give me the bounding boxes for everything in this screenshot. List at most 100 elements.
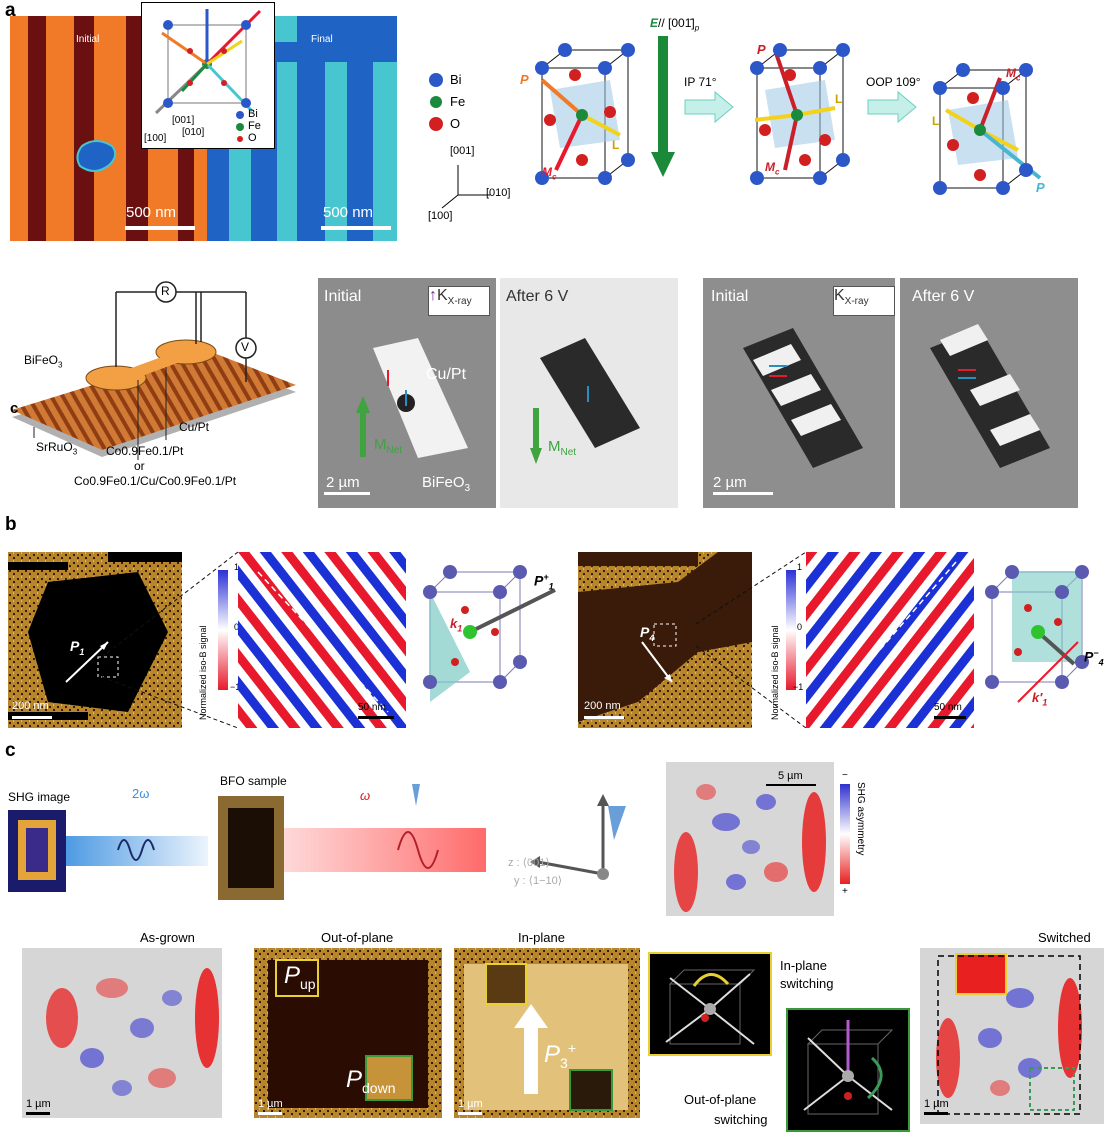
xmcd-right-after-shape: [930, 324, 1050, 468]
panel-label-b: b: [5, 514, 17, 535]
axis-y-shg: y : ⟨1−10⟩: [514, 875, 563, 887]
scale-bar-ip: [458, 1112, 482, 1115]
shg-colorbar: [840, 784, 850, 884]
axis-y-label: [010]: [486, 187, 511, 199]
colorbar-tick-m1-b1: −1: [230, 682, 241, 692]
inset-cell-drawing: [154, 9, 262, 142]
efield-arrow: [648, 22, 688, 182]
cell1-L: L: [612, 138, 620, 152]
unit-cell-initial: P L Mc: [520, 20, 645, 190]
unit-cell-after-oop: Mc L P: [918, 40, 1048, 210]
cell3-L: L: [932, 114, 940, 128]
legend-fe: Fe: [450, 94, 466, 109]
xmcd-right-initial-title: Initial: [711, 288, 749, 305]
step1-label: IP 71°: [684, 75, 717, 89]
cell1-Mc: Mc: [542, 165, 557, 182]
xmcd-mid-initial-shape: [356, 338, 468, 458]
scale-label-switched: 1 µm: [924, 1098, 949, 1110]
afm-p4-texture: [578, 552, 752, 728]
mnet-label-initial: MNet: [374, 436, 403, 456]
switched-map: 1 µm: [920, 948, 1104, 1124]
panel-label-c-bottom: c: [5, 740, 16, 761]
scale-label-shg: 5 µm: [778, 770, 803, 782]
cell3-P: P: [1036, 180, 1045, 195]
p3-label: P3+: [544, 1040, 576, 1071]
scale-label-b2: 50 nm: [358, 702, 386, 713]
shg-setup: SHG image 2ω BFO sample ω: [8, 766, 486, 906]
p-up-label: Pup: [284, 962, 316, 992]
xmcd-mid-after-title: After 6 V: [506, 288, 569, 305]
cell-b1-drawing: [423, 565, 556, 702]
shg-axis-triad: z : ⟨001⟩ y : ⟨1−10⟩: [508, 790, 648, 900]
cell3-Mc: Mc: [1006, 66, 1021, 83]
scale-bar-final: [321, 226, 391, 230]
scale-label-final: 500 nm: [323, 204, 374, 221]
p-down-label: Pdown: [346, 1066, 396, 1096]
oop-switch-cube: [786, 1008, 910, 1132]
scale-label-right: 2 µm: [713, 474, 747, 491]
device-schematic: R V BiFeO3 SrRuO3 Cu/Pt Co0.9Fe0.1/Pt or…: [6, 262, 296, 502]
xmcd-mid-after: After 6 V MNet: [500, 278, 678, 508]
as-grown-title: As-grown: [140, 930, 195, 945]
scale-label-oop: 1 µm: [258, 1098, 283, 1110]
legend-bi: Bi: [450, 72, 462, 87]
unit-cell-3: [933, 63, 1042, 195]
afm-p4-image: P4 200 nm: [578, 552, 752, 728]
oop-switch-label-1: Out-of-plane: [684, 1092, 757, 1107]
final-title: Final: [311, 34, 333, 45]
cupt-image-label: Cu/Pt: [426, 366, 467, 383]
bifeo3-label: BiFeO3: [24, 353, 63, 370]
k1-label: k1: [450, 616, 463, 634]
inset-axis-x: [100]: [144, 133, 167, 144]
stripe-image-b2: 50 nm: [806, 552, 974, 728]
panel-label-c-mid: c: [10, 400, 19, 417]
shg-map-top-blobs: [674, 784, 826, 912]
p4-label: P4: [640, 624, 655, 643]
colorbar-gradient-b1: [218, 570, 228, 690]
efield-label: E// [001̄]p: [650, 16, 700, 33]
shg-axis-drawing: [530, 794, 626, 880]
cell2-Mc: Mc: [765, 160, 780, 177]
omega-label: ω: [360, 788, 371, 803]
voltmeter-V: V: [241, 340, 250, 354]
bfo-sample-label: BFO sample: [220, 774, 287, 788]
scale-bar-right: [713, 492, 773, 495]
cell2-P: P: [757, 42, 766, 57]
scale-bar-shg: [766, 784, 816, 786]
scale-bar-as-grown: [26, 1112, 50, 1115]
afm-p1-image: P1 200 nm: [8, 552, 182, 728]
axes-lines: [441, 165, 490, 209]
legend-o: O: [450, 116, 461, 131]
panel-label-a: a: [5, 0, 16, 21]
shg-setup-drawing: [8, 784, 486, 900]
unit-cell-2: [750, 43, 850, 185]
shg-image-label: SHG image: [8, 790, 71, 804]
scale-bar-b1: [12, 716, 52, 719]
ip-switch-label-2: switching: [780, 976, 834, 991]
p1-label: P1: [70, 638, 85, 657]
axes-triad: [001] [010] [100]: [428, 140, 518, 230]
kxray-box-right: KX-ray: [833, 286, 895, 316]
scale-label-b1: 200 nm: [12, 700, 49, 712]
p1plus-label: P+1: [534, 572, 554, 592]
cupt-label: Cu/Pt: [179, 420, 210, 434]
step1-arrow: [684, 90, 734, 124]
ip-switch-label-1: In-plane: [780, 958, 827, 973]
axis-x-label: [100]: [428, 210, 453, 222]
ip-pfm-texture: [454, 948, 640, 1118]
colorbar-gradient-b2: [786, 570, 796, 690]
xmcd-mid-initial: Initial ↑KX-ray Cu/Pt MNet BiFeO3 2 µm: [318, 278, 496, 508]
oop-title: Out-of-plane: [321, 930, 394, 945]
legend-markers: [429, 73, 443, 131]
resistor-R: R: [161, 284, 170, 298]
or-label: or: [134, 459, 145, 473]
step2-label: OOP 109°: [866, 75, 921, 89]
xmcd-right-initial-shape: [743, 328, 863, 468]
oop-switch-drawing: [803, 1020, 894, 1115]
stripe-pattern-b1: [238, 552, 406, 728]
as-grown-blobs: [46, 968, 219, 1096]
stack2-label: Co0.9Fe0.1/Cu/Co0.9Fe0.1/Pt: [74, 474, 237, 488]
shg-map-top: 5 µm: [666, 762, 834, 916]
xmcd-right-after: After 6 V: [900, 278, 1078, 508]
scale-bar-switched: [924, 1112, 948, 1115]
